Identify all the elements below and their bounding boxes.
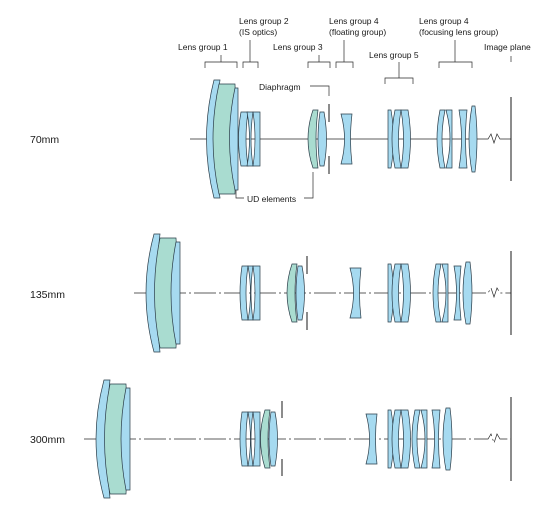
lens-element bbox=[431, 409, 441, 469]
lens-element bbox=[349, 267, 362, 319]
group-brackets bbox=[204, 40, 512, 199]
lens-element-ud bbox=[286, 263, 298, 323]
lens-element bbox=[400, 263, 411, 323]
label-ud-elements: UD elements bbox=[247, 194, 296, 204]
bracket-group-4-focusing bbox=[438, 40, 473, 68]
lens-element bbox=[252, 265, 261, 321]
lens-element bbox=[462, 261, 473, 325]
lens-row-70mm bbox=[206, 79, 478, 199]
lens-element bbox=[268, 411, 278, 467]
lens-element bbox=[441, 263, 449, 323]
row-label-135mm: 135mm bbox=[30, 289, 65, 301]
bracket-group-4-floating bbox=[335, 40, 354, 68]
lens-element bbox=[400, 409, 411, 469]
lens-element bbox=[468, 105, 478, 173]
lens-element bbox=[436, 109, 446, 169]
lens-row-135mm bbox=[145, 233, 473, 353]
label-lens-group-3: Lens group 3 bbox=[273, 42, 323, 52]
lens-element bbox=[432, 263, 442, 323]
lens-element bbox=[295, 265, 305, 321]
label-diaphragm: Diaphragm bbox=[259, 82, 301, 92]
lens-element-ud bbox=[260, 409, 271, 469]
bracket-group-2 bbox=[242, 40, 259, 68]
lens-element bbox=[411, 409, 421, 469]
optical-axis-300mm bbox=[84, 433, 511, 445]
lens-element bbox=[170, 241, 181, 345]
lens-element bbox=[442, 407, 453, 471]
lens-row-300mm bbox=[95, 379, 453, 499]
lens-element bbox=[458, 109, 468, 169]
label-lens-group-5: Lens group 5 bbox=[369, 50, 419, 60]
lens-element bbox=[340, 113, 353, 165]
optical-axes bbox=[84, 133, 511, 445]
bracket-diaphragm bbox=[310, 85, 330, 96]
lens-element bbox=[229, 87, 239, 191]
lens-element bbox=[400, 109, 411, 169]
lens-element bbox=[445, 109, 453, 169]
lens-element bbox=[453, 265, 462, 321]
bracket-group-5 bbox=[384, 62, 414, 84]
bracket-group-3 bbox=[307, 55, 331, 68]
diaphragm-marks bbox=[281, 104, 330, 476]
lens-element-ud bbox=[307, 109, 319, 169]
row-label-70mm: 70mm bbox=[30, 134, 59, 146]
lens-element bbox=[247, 265, 254, 321]
label-lens-group-1: Lens group 1 bbox=[178, 42, 228, 52]
label-lens-group-4-floating: Lens group 4 bbox=[329, 16, 379, 26]
row-label-300mm: 300mm bbox=[30, 434, 65, 446]
bracket-group-1 bbox=[204, 55, 238, 68]
optical-axis-70mm bbox=[190, 133, 511, 145]
lens-element bbox=[252, 411, 261, 467]
lens-element bbox=[365, 413, 378, 465]
lens-element bbox=[420, 409, 428, 469]
lens-element bbox=[317, 111, 327, 167]
label-lens-group-4-focusing-sub: (focusing lens group) bbox=[419, 27, 499, 37]
lens-element bbox=[120, 387, 131, 491]
label-lens-group-2-sub: (IS optics) bbox=[239, 27, 277, 37]
label-lens-group-4-focusing: Lens group 4 bbox=[419, 16, 469, 26]
optical-axis-135mm bbox=[134, 287, 511, 299]
lens-element bbox=[252, 111, 261, 167]
label-image-plane: Image plane bbox=[484, 42, 531, 52]
label-lens-group-2: Lens group 2 bbox=[239, 16, 289, 26]
label-lens-group-4-floating-sub: (floating group) bbox=[329, 27, 386, 37]
lens-element bbox=[239, 265, 249, 321]
